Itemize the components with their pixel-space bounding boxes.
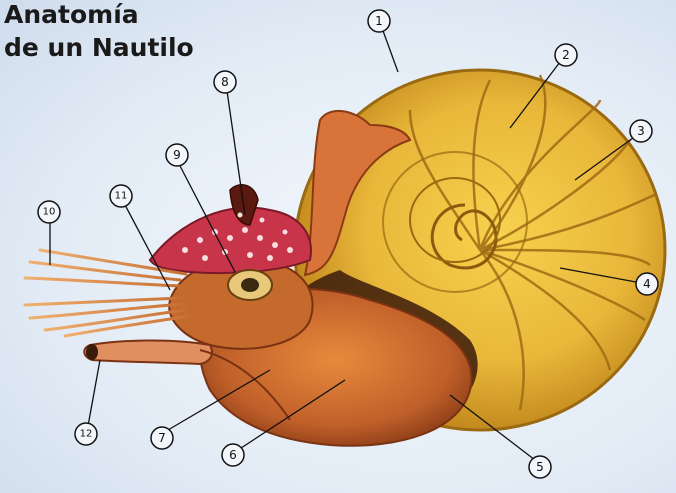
callout-7: 7 <box>151 427 173 449</box>
callout-5: 5 <box>529 456 551 478</box>
callout-11: 11 <box>110 185 132 207</box>
callout-6: 6 <box>222 444 244 466</box>
svg-text:1: 1 <box>375 14 383 28</box>
callout-8: 8 <box>214 71 236 93</box>
svg-text:6: 6 <box>229 448 237 462</box>
svg-text:11: 11 <box>115 191 128 202</box>
callout-10: 10 <box>38 201 60 223</box>
svg-text:12: 12 <box>80 429 93 440</box>
svg-text:5: 5 <box>536 460 544 474</box>
callout-1: 1 <box>368 10 390 32</box>
svg-text:4: 4 <box>643 277 651 291</box>
callout-12: 12 <box>75 423 97 445</box>
callout-3: 3 <box>630 120 652 142</box>
funnel <box>84 340 212 364</box>
callout-9: 9 <box>166 144 188 166</box>
svg-text:8: 8 <box>221 75 229 89</box>
svg-text:9: 9 <box>173 148 181 162</box>
svg-text:10: 10 <box>43 207 56 218</box>
svg-text:2: 2 <box>562 48 570 62</box>
callout-2: 2 <box>555 44 577 66</box>
svg-text:3: 3 <box>637 124 645 138</box>
callout-4: 4 <box>636 273 658 295</box>
svg-text:7: 7 <box>158 431 166 445</box>
